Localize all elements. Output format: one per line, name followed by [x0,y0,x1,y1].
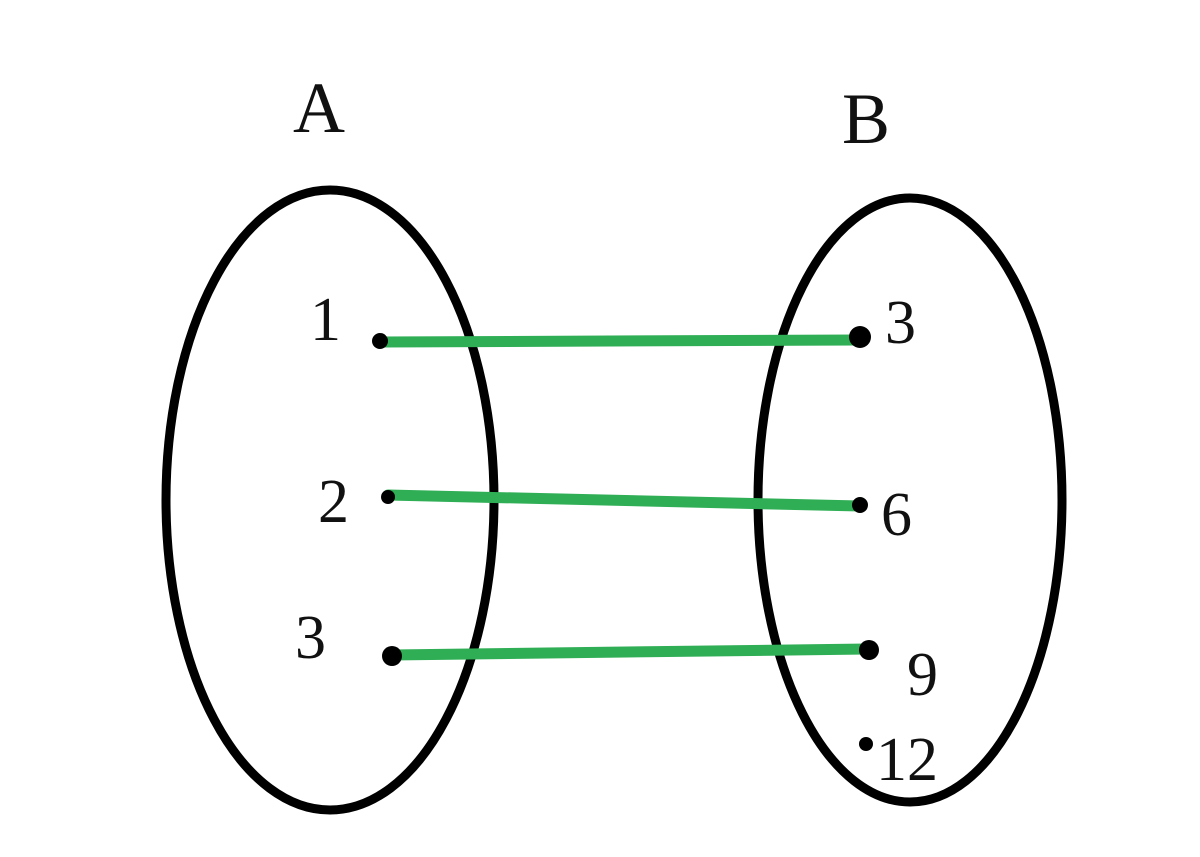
set-b-element-6: 6 [881,481,912,549]
mapping-line-2 [382,489,866,512]
set-a-dot-3 [382,646,402,666]
set-b-dot-9 [859,640,879,660]
set-a-dot-2 [381,490,395,504]
set-a-element-3: 3 [295,604,326,672]
set-a-element-1: 1 [310,286,341,354]
set-b-element-3: 3 [885,289,916,357]
set-a-element-2: 2 [318,468,349,536]
set-b-dot-6 [852,497,868,513]
mapping-line-1 [376,334,864,348]
set-b-dot-12 [859,737,873,751]
set-b-element-9: 9 [907,641,938,709]
mapping-line-3 [386,643,873,661]
set-a-label: A [293,68,345,148]
set-b-element-12: 12 [876,726,938,794]
set-a-dot-1 [372,333,388,349]
set-b-label: B [842,79,890,159]
set-b-dot-3 [849,326,871,348]
